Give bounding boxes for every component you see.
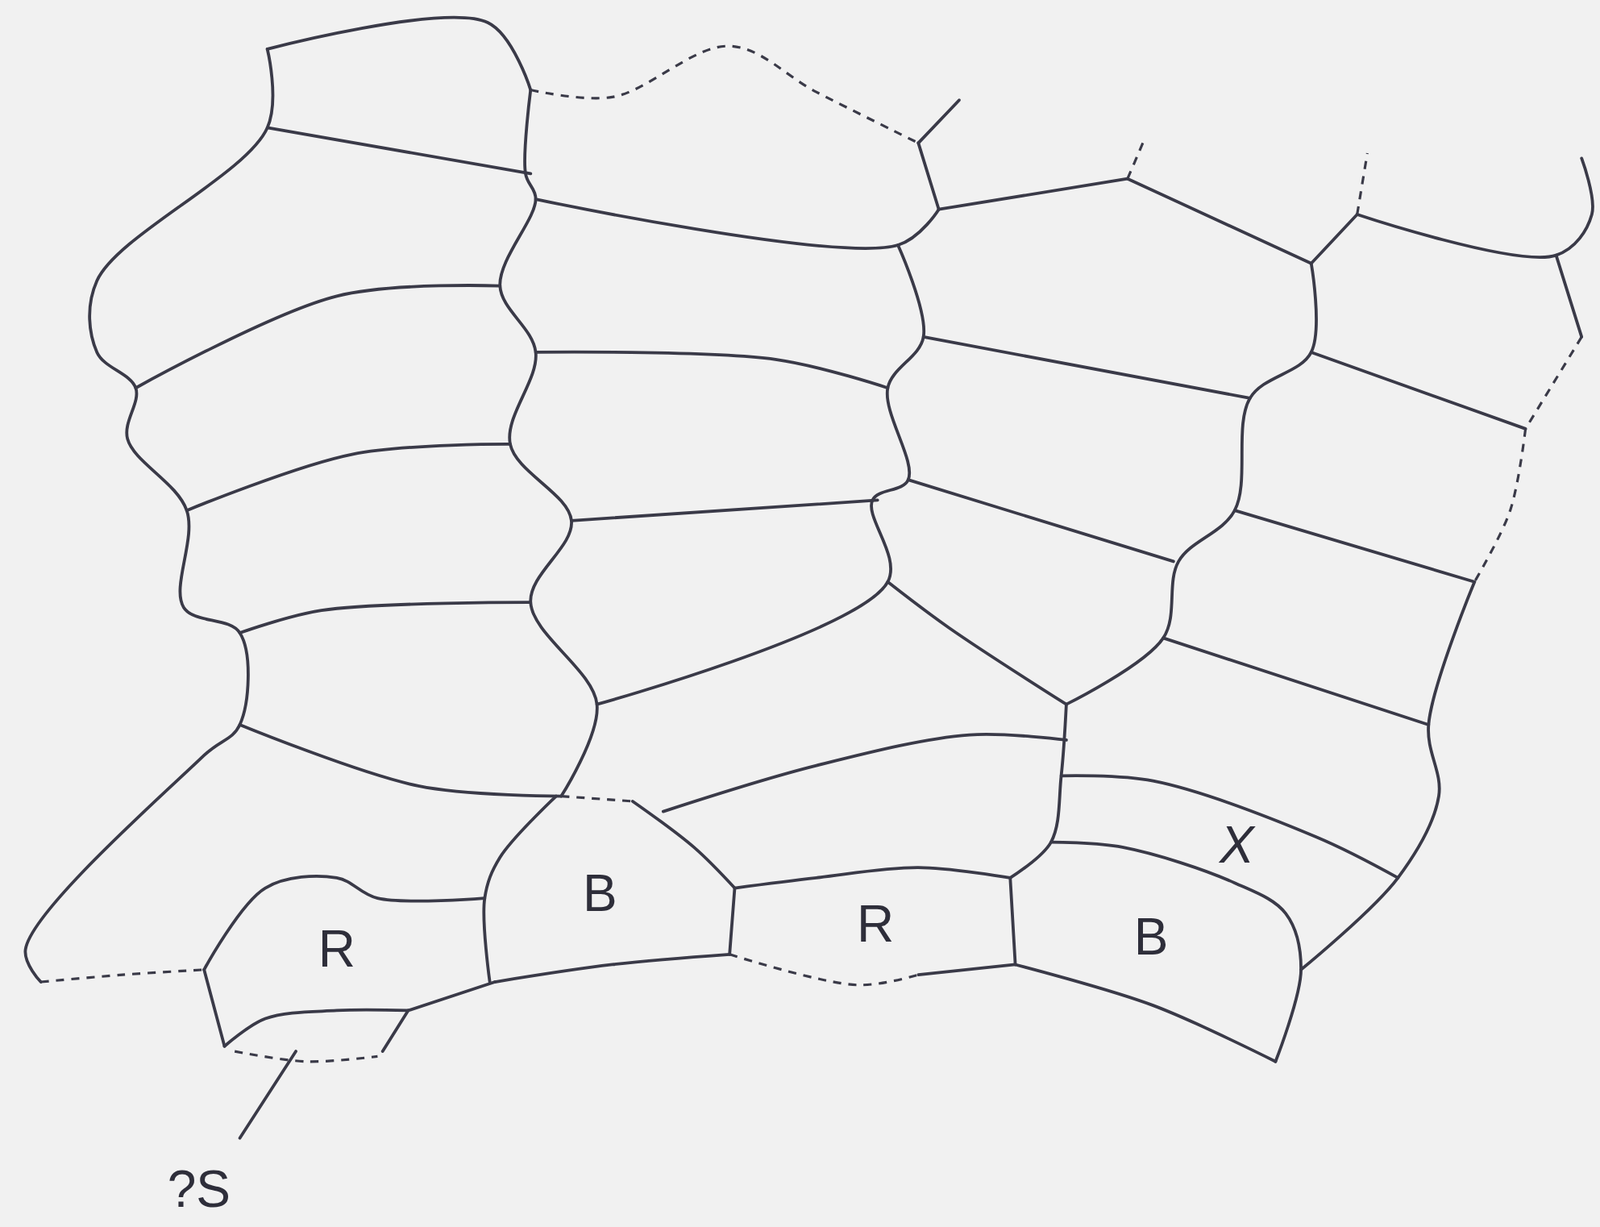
cell-wall (1015, 964, 1276, 1061)
cell-wall (382, 1009, 409, 1052)
cell-label: X (1219, 818, 1255, 871)
cell-wall (267, 127, 532, 174)
cell-wall (267, 17, 532, 91)
cell-wall (239, 1051, 296, 1139)
cell-label: R (856, 897, 894, 950)
cell-label: B (1134, 910, 1169, 963)
cell-wall-dashed (1474, 428, 1526, 582)
cell-wall (663, 734, 1067, 812)
callout-label: ?S (167, 1163, 231, 1215)
cell-wall (1311, 352, 1526, 429)
cell-wall (908, 479, 1174, 562)
cell-wall (1051, 842, 1301, 1062)
cell-wall (536, 199, 940, 249)
cell-wall-dashed (729, 954, 919, 985)
cell-wall (1066, 263, 1317, 705)
cell-wall (483, 796, 557, 982)
cell-label: R (318, 922, 356, 975)
cell-wall (571, 499, 878, 520)
cell-wall (536, 352, 889, 389)
cell-wall (597, 245, 925, 705)
cell-wall-dashed (234, 1051, 378, 1062)
cell-wall (1357, 157, 1593, 258)
cell-wall-dashed (1127, 142, 1143, 179)
cell-wall (1009, 704, 1067, 878)
cell-wall-dashed (41, 969, 205, 982)
cell-wall (918, 99, 960, 143)
cell-wall (239, 602, 531, 633)
cell-wall (1300, 581, 1475, 970)
cell-wall (135, 285, 500, 388)
cell-wall (887, 581, 1067, 705)
cell-wall (729, 888, 735, 955)
cell-wall-dashed (1357, 153, 1368, 215)
cell-wall (24, 49, 273, 982)
cell-wall (1163, 637, 1429, 725)
cell-wall (494, 954, 730, 982)
cell-wall-dashed (530, 45, 919, 143)
cell-wall (923, 336, 1251, 399)
cell-wall (224, 1009, 409, 1047)
cell-wall (632, 801, 736, 889)
cell-wall (918, 964, 1015, 975)
cell-wall (1009, 877, 1015, 965)
cell-wall (918, 142, 939, 209)
cell-wall (203, 969, 225, 1047)
cell-wall (734, 867, 1010, 888)
cell-wall (939, 178, 1128, 210)
cell-wall (1311, 214, 1358, 264)
cell-wall (239, 724, 562, 797)
cell-label: B (582, 867, 618, 919)
cell-wall-dashed (1525, 336, 1583, 429)
cell-wall (187, 444, 511, 511)
cell-wall-dashed (561, 796, 633, 802)
cell-wall (1061, 775, 1399, 878)
cell-wall (1127, 178, 1312, 264)
cell-wall (1234, 510, 1475, 582)
cell-wall (499, 90, 598, 797)
cell-wall (1556, 255, 1583, 337)
cell-wall (407, 981, 495, 1010)
